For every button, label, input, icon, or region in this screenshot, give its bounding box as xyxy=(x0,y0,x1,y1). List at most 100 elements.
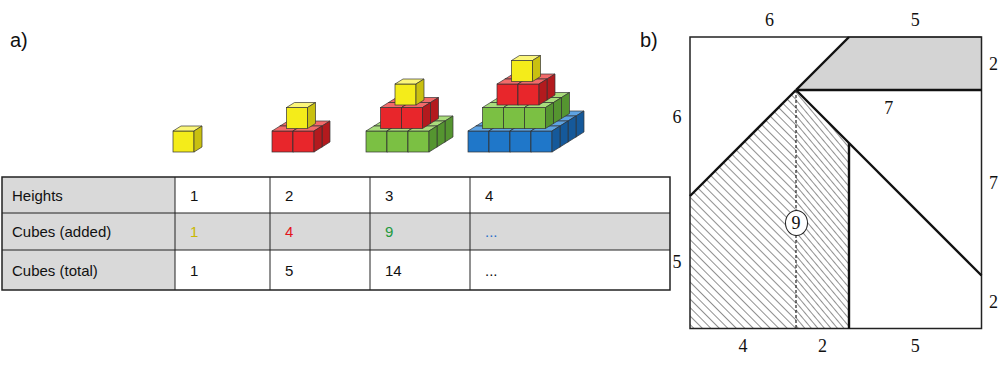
panel-label: a) xyxy=(10,30,28,50)
table-cell: 9 xyxy=(385,224,393,239)
cube-side xyxy=(314,126,322,152)
drawing-part xyxy=(173,56,584,153)
cube-face xyxy=(483,108,504,129)
cube xyxy=(402,103,431,129)
cube xyxy=(293,126,322,152)
cube-side xyxy=(547,74,555,100)
table-cell: Cubes (added) xyxy=(12,224,111,239)
cube-face xyxy=(408,131,429,152)
drawing-part xyxy=(690,37,982,329)
table-cell: 5 xyxy=(285,263,293,278)
cube-face xyxy=(272,131,293,152)
cube-side xyxy=(562,93,570,119)
cube-face xyxy=(293,131,314,152)
cut-line xyxy=(796,89,982,91)
table-cell: 2 xyxy=(285,188,293,203)
cube-side xyxy=(445,116,453,142)
table-rule xyxy=(175,177,176,290)
table-rule xyxy=(370,177,371,290)
cube-face xyxy=(525,108,546,129)
cube-face xyxy=(531,131,552,152)
cube-face xyxy=(518,84,539,105)
area-label: 9 xyxy=(785,210,808,236)
cube-face xyxy=(468,131,489,152)
cube-face xyxy=(173,131,194,152)
cube xyxy=(525,103,554,129)
cube-side xyxy=(560,121,568,147)
dimension-label: 6 xyxy=(765,11,774,29)
cube-side xyxy=(533,56,541,82)
cube-side xyxy=(431,98,439,124)
cube-face xyxy=(287,108,308,129)
cube-side xyxy=(416,79,424,105)
dimension-label: 7 xyxy=(989,174,998,192)
cube xyxy=(395,79,424,105)
cube-face xyxy=(395,84,416,105)
dimension-label: 2 xyxy=(989,293,998,311)
table-cell: 4 xyxy=(485,188,493,203)
square-outline xyxy=(690,37,982,329)
dimension-label: 7 xyxy=(884,99,893,117)
cube-side xyxy=(576,111,584,137)
table-cell: Heights xyxy=(12,188,63,203)
cube-side xyxy=(437,121,445,147)
cut-line xyxy=(796,37,849,90)
cube-side xyxy=(322,121,330,147)
dimension-label: 6 xyxy=(673,108,682,126)
cube-face xyxy=(512,61,533,82)
cut-line xyxy=(796,90,982,276)
dimension-label: 2 xyxy=(818,337,827,355)
cube-side xyxy=(429,126,437,152)
table-rule xyxy=(270,177,271,290)
table-rule xyxy=(470,177,471,290)
cube xyxy=(518,79,547,105)
hatched-area xyxy=(796,90,849,329)
table-rule xyxy=(2,213,670,214)
cube-face xyxy=(387,131,408,152)
cube xyxy=(512,56,541,82)
hatched-area xyxy=(690,90,796,329)
cube-side xyxy=(423,103,431,129)
cube-face xyxy=(497,84,518,105)
cube-side xyxy=(194,126,202,152)
cube xyxy=(287,103,316,129)
cube-side xyxy=(568,116,576,142)
table-border xyxy=(2,177,670,290)
dimension-label: 4 xyxy=(739,337,748,355)
table-rule xyxy=(2,250,670,251)
drawing-part xyxy=(2,177,670,290)
dimension-label: 5 xyxy=(673,253,682,271)
cube-face xyxy=(402,108,423,129)
cube-face xyxy=(510,131,531,152)
table-cell: 3 xyxy=(385,188,393,203)
table-cell: 1 xyxy=(190,224,198,239)
dimension-label: 5 xyxy=(911,11,920,29)
cut-line xyxy=(848,143,850,329)
cube-side xyxy=(546,103,554,129)
table-cell: Cubes (total) xyxy=(12,263,98,278)
cut-line xyxy=(690,90,796,196)
cube xyxy=(531,126,560,152)
table-cell: ... xyxy=(485,224,498,239)
shaded-area xyxy=(796,37,982,90)
cube-face xyxy=(489,131,510,152)
cube-side xyxy=(308,103,316,129)
cube-side xyxy=(539,79,547,105)
panel-label: b) xyxy=(640,30,658,50)
row-fill xyxy=(2,213,670,250)
table-cell: 14 xyxy=(385,263,402,278)
cube-side xyxy=(554,98,562,124)
cube-face xyxy=(381,108,402,129)
table-cell: 4 xyxy=(285,224,293,239)
cube-side xyxy=(552,126,560,152)
cube-face xyxy=(504,108,525,129)
table-cell: 1 xyxy=(190,188,198,203)
cube xyxy=(408,126,437,152)
dimension-label: 2 xyxy=(989,55,998,73)
table-cell: ... xyxy=(485,263,498,278)
cube xyxy=(173,126,202,152)
table-cell: 1 xyxy=(190,263,198,278)
cube-face xyxy=(366,131,387,152)
